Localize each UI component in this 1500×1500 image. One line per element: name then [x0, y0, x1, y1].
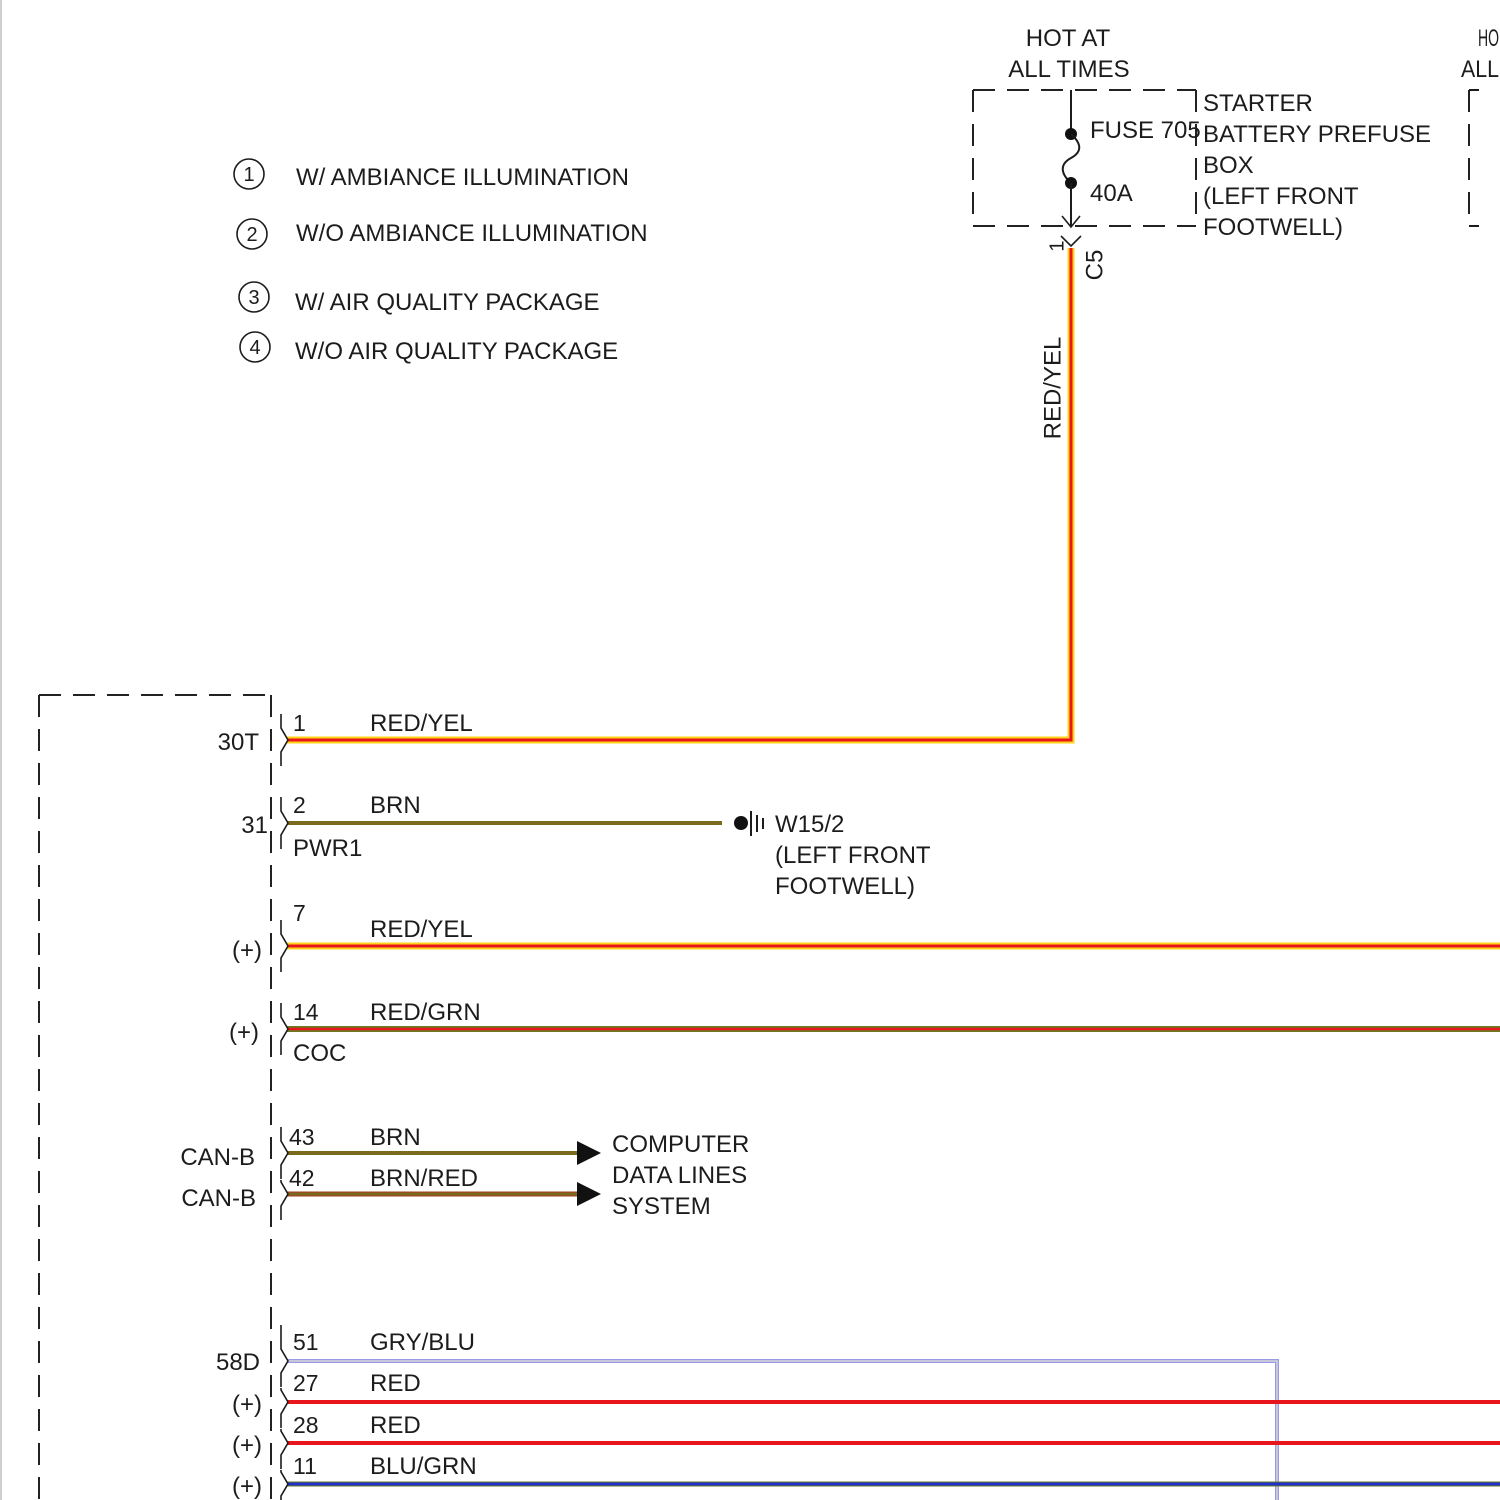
- terminal-label: (+): [232, 1473, 262, 1500]
- connector-pin-icon: [281, 1127, 288, 1179]
- terminal-label: (+): [232, 1391, 262, 1418]
- ground-terminal-dot: [734, 816, 748, 830]
- legend: 1 W/ AMBIANCE ILLUMINATION 2 W/O AMBIANC…: [234, 159, 648, 365]
- terminal-label: CAN-B: [181, 1185, 256, 1212]
- terminal-label: 30T: [218, 729, 260, 756]
- pin-number: 27: [293, 1370, 319, 1396]
- fuse-label: FUSE 705: [1090, 117, 1201, 144]
- legend-number: 4: [249, 337, 260, 359]
- wire-color-label: RED/YEL: [370, 916, 473, 943]
- connector-pin-icon: [281, 1470, 288, 1500]
- wire-color-label: GRY/BLU: [370, 1329, 475, 1356]
- module-connector: [281, 714, 288, 1500]
- arrow-right-icon: [577, 1141, 601, 1165]
- pin-number: 2: [293, 792, 306, 818]
- ground-point: W15/2 (LEFT FRONT FOOTWELL): [734, 811, 931, 900]
- ground-location: FOOTWELL): [775, 873, 915, 900]
- legend-label: W/O AIR QUALITY PACKAGE: [295, 338, 618, 365]
- wire-color-label: BLU/GRN: [370, 1453, 477, 1480]
- fuse-box-name: FOOTWELL): [1203, 214, 1343, 241]
- wire-color-label: BRN: [370, 1124, 421, 1151]
- module-pin-labels: 30T 1 RED/YEL 31 2 BRN PWR1 (+) 7 RED/YE…: [180, 710, 480, 1500]
- fuse-box-name: (LEFT FRONT: [1203, 183, 1359, 210]
- legend-item-2: 2 W/O AMBIANCE ILLUMINATION: [237, 219, 648, 249]
- destination-label: COMPUTER: [612, 1131, 749, 1158]
- legend-label: W/ AIR QUALITY PACKAGE: [295, 289, 600, 316]
- wire-color-label: BRN: [370, 792, 421, 819]
- terminal-label: (+): [232, 1432, 262, 1459]
- power-source-label: ALL: [1461, 56, 1499, 83]
- fuse-box-name: STARTER: [1203, 90, 1313, 117]
- wire-color-label: RED/GRN: [370, 999, 481, 1026]
- terminal-label: (+): [229, 1019, 259, 1046]
- pin-number: 11: [293, 1453, 317, 1479]
- legend-label: W/ AMBIANCE ILLUMINATION: [296, 164, 629, 191]
- wire-pin-1: [287, 248, 1071, 740]
- connector-pin-number: 1: [1046, 240, 1068, 251]
- fuse-box-name: BOX: [1203, 152, 1254, 179]
- pin-number: 51: [293, 1329, 319, 1355]
- terminal-label: 58D: [216, 1349, 260, 1376]
- module-outline: [39, 695, 271, 1500]
- connector-pin-icon: [281, 1388, 288, 1428]
- pin-number: 7: [293, 900, 306, 926]
- terminal-label: 31: [241, 812, 268, 839]
- wire-color-label: RED: [370, 1370, 421, 1397]
- circuit-label: COC: [293, 1040, 346, 1067]
- connector-pin-icon: [281, 920, 288, 972]
- legend-number: 1: [243, 164, 254, 186]
- legend-number: 3: [248, 287, 259, 309]
- destination-label: SYSTEM: [612, 1193, 711, 1220]
- pin-number: 14: [293, 999, 319, 1025]
- legend-number: 2: [246, 224, 257, 246]
- connector-pin-icon: [281, 1429, 288, 1469]
- power-source-label: ALL TIMES: [1008, 56, 1129, 83]
- arrow-right-icon: [577, 1182, 601, 1206]
- pin-number: 43: [289, 1124, 315, 1150]
- fuse-box-name: BATTERY PREFUSE: [1203, 121, 1431, 148]
- pin-number: 28: [293, 1412, 319, 1438]
- wire-pin-1-halo: [287, 248, 1071, 740]
- wire-color-label: RED/YEL: [1039, 337, 1066, 440]
- circuit-label: PWR1: [293, 835, 362, 862]
- legend-item-3: 3 W/ AIR QUALITY PACKAGE: [239, 282, 600, 316]
- legend-item-1: 1 W/ AMBIANCE ILLUMINATION: [234, 159, 629, 191]
- legend-item-4: 4 W/O AIR QUALITY PACKAGE: [240, 332, 618, 365]
- wire-color-label: RED/YEL: [370, 710, 473, 737]
- ground-id: W15/2: [775, 811, 844, 838]
- connector-pin-icon: [281, 1180, 288, 1220]
- starter-battery-prefuse-box: HOT AT ALL TIMES FUSE 705 40A STARTER BA…: [973, 25, 1431, 439]
- fuse-icon: [1063, 134, 1080, 183]
- terminal-label: (+): [232, 937, 262, 964]
- destination-label: DATA LINES: [612, 1162, 747, 1189]
- connector-id: C5: [1081, 250, 1108, 281]
- connector-pin-icon: [281, 1003, 288, 1055]
- power-source-label: HO: [1478, 25, 1499, 52]
- connector-pin-icon: [281, 1325, 288, 1387]
- wire-color-label: RED: [370, 1412, 421, 1439]
- fuse-rating: 40A: [1090, 180, 1133, 207]
- adjacent-fuse-box: HO ALL: [1461, 25, 1499, 226]
- wire-color-label: BRN/RED: [370, 1165, 478, 1192]
- connector-pin-icon: [281, 714, 288, 766]
- terminal-label: CAN-B: [180, 1144, 255, 1171]
- data-lines-destination: COMPUTER DATA LINES SYSTEM: [612, 1131, 749, 1220]
- ground-icon: [751, 811, 763, 836]
- pin-number: 42: [289, 1165, 315, 1191]
- ground-location: (LEFT FRONT: [775, 842, 931, 869]
- connector-pin-icon: [281, 797, 288, 849]
- legend-label: W/O AMBIANCE ILLUMINATION: [296, 220, 648, 247]
- power-source-label: HOT AT: [1026, 25, 1111, 52]
- pin-number: 1: [293, 710, 306, 736]
